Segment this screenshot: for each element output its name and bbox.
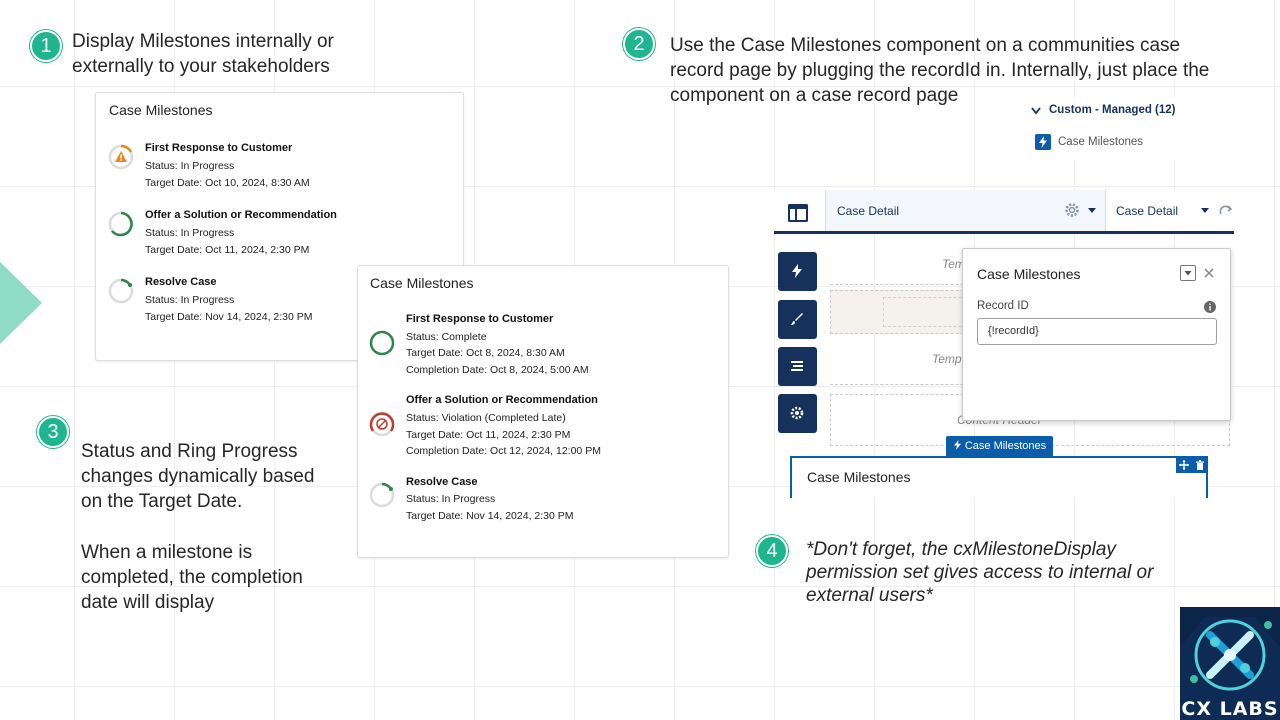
palette-component-case-milestones[interactable]: Case Milestones bbox=[1058, 136, 1144, 148]
milestone-name: First Response to Customer bbox=[145, 142, 293, 154]
warning-ring-icon bbox=[108, 144, 134, 170]
milestone-item: First Response to Customer Status: In Pr… bbox=[108, 142, 448, 194]
lightning-icon bbox=[792, 264, 802, 278]
page-structure-icon[interactable] bbox=[788, 204, 808, 222]
page-structure-panel-button[interactable] bbox=[778, 347, 817, 386]
dropdown-caret-icon[interactable] bbox=[1088, 208, 1096, 213]
builder-top-bar: Case Detail Case Detail bbox=[774, 190, 1234, 234]
palette-section-label[interactable]: Custom - Managed (12) bbox=[1049, 104, 1176, 116]
milestone-target-date: Target Date: Nov 14, 2024, 2:30 PM bbox=[145, 311, 313, 323]
step-1-text: Display Milestones internally or externa… bbox=[72, 31, 334, 77]
progress-ring-icon bbox=[369, 482, 395, 508]
step-2-text: Use the Case Milestones component on a c… bbox=[670, 35, 1210, 106]
milestone-name: Resolve Case bbox=[145, 276, 217, 288]
step-1-badge: 1 bbox=[30, 30, 62, 62]
theme-panel-button[interactable] bbox=[778, 300, 817, 339]
trash-icon[interactable] bbox=[1195, 460, 1205, 470]
gear-icon bbox=[790, 406, 804, 420]
chevron-down-icon[interactable] bbox=[1031, 107, 1041, 115]
milestone-status: Status: In Progress bbox=[145, 294, 235, 306]
milestone-status: Status: Violation (Completed Late) bbox=[406, 412, 566, 424]
brush-icon bbox=[791, 313, 803, 325]
milestone-item: Offer a Solution or Recommendation Statu… bbox=[369, 394, 719, 464]
move-icon[interactable] bbox=[1179, 460, 1189, 470]
cx-labs-logo: CX LABS bbox=[1180, 607, 1280, 720]
decorative-arrow bbox=[0, 262, 42, 344]
milestone-status: Status: In Progress bbox=[145, 160, 235, 172]
settings-panel-button[interactable] bbox=[778, 394, 817, 433]
step-3-badge: 3 bbox=[37, 416, 69, 448]
milestone-name: First Response to Customer bbox=[406, 313, 554, 325]
component-title: Case Milestones bbox=[807, 469, 911, 485]
page-variation-select[interactable]: Case Detail bbox=[1105, 190, 1217, 231]
progress-ring-icon bbox=[108, 278, 134, 304]
step-2-badge: 2 bbox=[623, 28, 655, 60]
milestone-item: Resolve Case Status: In Progress Target … bbox=[369, 476, 719, 528]
popover-collapse-button[interactable] bbox=[1180, 265, 1196, 281]
redo-icon[interactable] bbox=[1218, 204, 1234, 218]
milestone-name: Offer a Solution or Recommendation bbox=[406, 394, 598, 406]
milestone-target-date: Target Date: Nov 14, 2024, 2:30 PM bbox=[406, 510, 574, 522]
complete-ring-icon bbox=[369, 330, 395, 356]
card-title: Case Milestones bbox=[109, 102, 213, 118]
step-4-badge: 4 bbox=[756, 535, 788, 567]
step-3-text: Status and Ring Progress changes dynamic… bbox=[81, 441, 315, 613]
card-title: Case Milestones bbox=[370, 275, 474, 291]
gear-icon[interactable] bbox=[1064, 202, 1080, 218]
milestone-status: Status: Complete bbox=[406, 331, 487, 343]
step-4-text: *Don't forget, the cxMilestoneDisplay pe… bbox=[806, 539, 1154, 606]
milestone-status: Status: In Progress bbox=[406, 493, 496, 505]
lab-flask-logo-icon bbox=[1180, 617, 1280, 720]
selected-component-tab[interactable]: Case Milestones bbox=[946, 436, 1053, 456]
milestone-completion-date: Completion Date: Oct 12, 2024, 12:00 PM bbox=[406, 445, 601, 457]
list-icon bbox=[791, 361, 803, 371]
case-milestones-card-completed: Case Milestones First Response to Custom… bbox=[357, 265, 729, 558]
record-id-input[interactable]: {!recordId} bbox=[977, 318, 1217, 345]
milestone-target-date: Target Date: Oct 11, 2024, 2:30 PM bbox=[406, 429, 571, 441]
info-icon[interactable] bbox=[1204, 301, 1216, 313]
case-milestones-card-internal: Case Milestones First Response to Custom… bbox=[95, 92, 464, 361]
milestone-item: Offer a Solution or Recommendation Statu… bbox=[108, 209, 448, 261]
dropdown-caret-icon[interactable] bbox=[1201, 208, 1209, 213]
close-icon[interactable] bbox=[1204, 268, 1214, 278]
page-label: Case Detail bbox=[837, 204, 900, 218]
milestone-name: Offer a Solution or Recommendation bbox=[145, 209, 337, 221]
milestone-target-date: Target Date: Oct 10, 2024, 8:30 AM bbox=[145, 177, 310, 189]
case-milestones-component-preview[interactable]: Case Milestones bbox=[790, 456, 1208, 498]
components-panel-button[interactable] bbox=[778, 252, 817, 291]
milestone-status: Status: In Progress bbox=[145, 227, 235, 239]
record-id-label: Record ID bbox=[977, 300, 1029, 312]
component-actions bbox=[1176, 458, 1208, 473]
milestone-target-date: Target Date: Oct 8, 2024, 8:30 AM bbox=[406, 347, 565, 359]
milestone-item: Resolve Case Status: In Progress Target … bbox=[108, 276, 448, 328]
logo-text: CX LABS bbox=[1181, 698, 1279, 720]
milestone-completion-date: Completion Date: Oct 8, 2024, 5:00 AM bbox=[406, 364, 589, 376]
lightning-component-icon bbox=[1035, 134, 1051, 150]
component-properties-popover: Case Milestones Record ID {!recordId} bbox=[962, 248, 1231, 421]
violation-ring-icon bbox=[369, 411, 395, 437]
milestone-item: First Response to Customer Status: Compl… bbox=[369, 313, 719, 383]
lightning-icon bbox=[953, 440, 961, 450]
caret-down-icon bbox=[1184, 271, 1192, 276]
milestone-name: Resolve Case bbox=[406, 476, 478, 488]
component-palette: Custom - Managed (12) Case Milestones bbox=[1025, 98, 1225, 160]
popover-title: Case Milestones bbox=[977, 266, 1081, 282]
milestone-target-date: Target Date: Oct 11, 2024, 2:30 PM bbox=[145, 244, 310, 256]
progress-ring-icon bbox=[108, 211, 134, 237]
page-selector[interactable]: Case Detail bbox=[825, 190, 1105, 231]
